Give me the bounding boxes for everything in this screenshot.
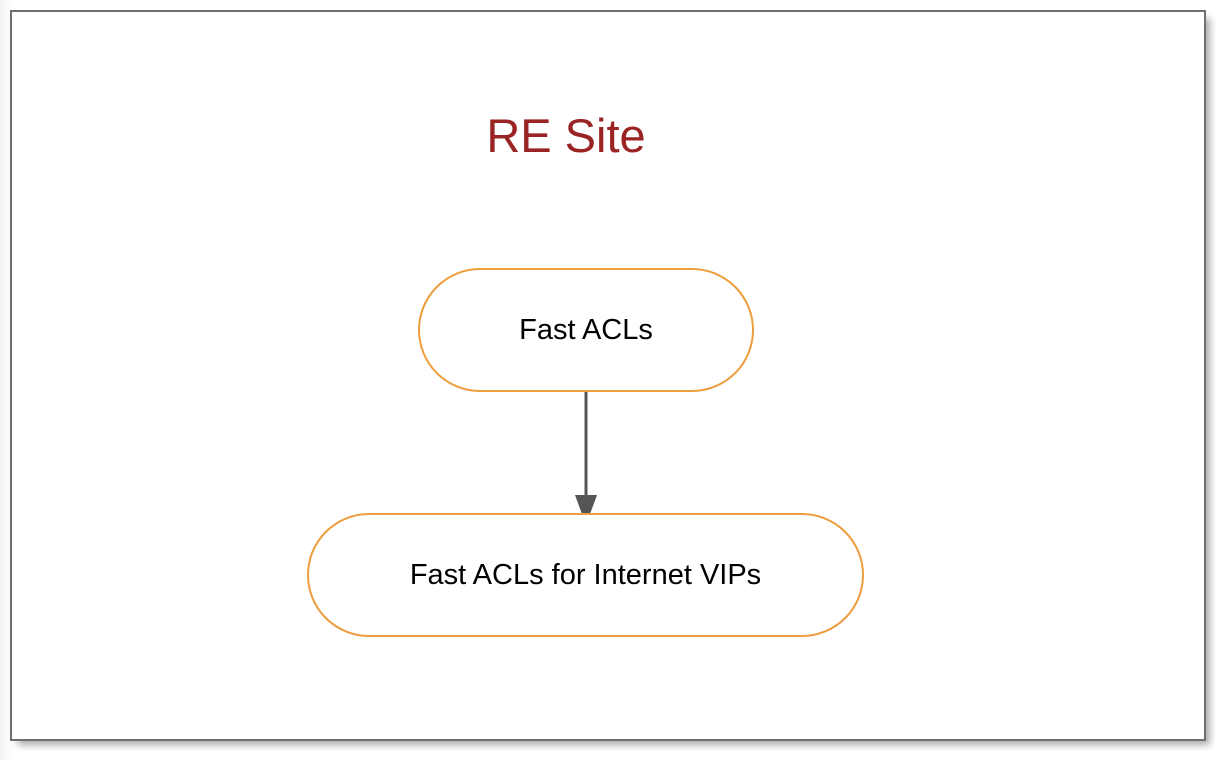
- node-fast-acls[interactable]: Fast ACLs: [418, 268, 754, 392]
- slide-frame: RE Site Fast ACLs Fast ACLs for Internet…: [10, 10, 1206, 741]
- node-fast-acls-for-internet-vips-label: Fast ACLs for Internet VIPs: [409, 559, 762, 591]
- page-title: RE Site: [486, 109, 646, 162]
- node-fast-acls-label: Fast ACLs: [519, 314, 653, 346]
- edge-fast-acls-to-internet-vips: [575, 392, 597, 525]
- diagram-stage: Fast ACLs Fast ACLs for Internet VIPs: [12, 12, 1208, 743]
- node-fast-acls-for-internet-vips[interactable]: Fast ACLs for Internet VIPs: [307, 513, 864, 637]
